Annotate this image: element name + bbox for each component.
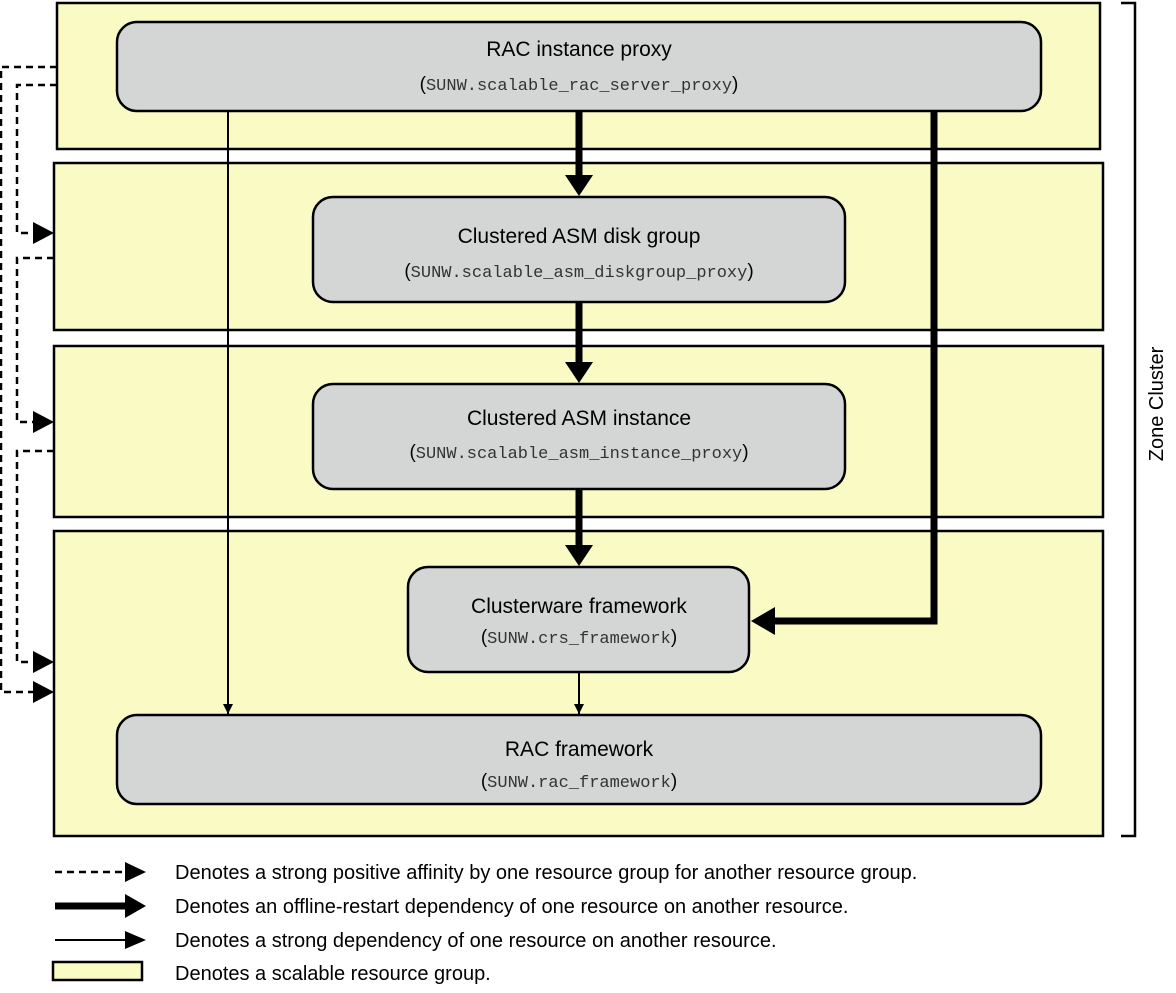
positive-affinity-arrowheads — [33, 222, 54, 703]
node-rac-framework: RAC framework (SUNW.rac_framework) — [115, 713, 1043, 806]
node-clusterware-framework: Clusterware framework (SUNW.crs_framewor… — [406, 565, 751, 674]
node-title: Clusterware framework — [471, 595, 687, 618]
node-title: RAC framework — [505, 738, 654, 761]
legend-thick-label: Denotes an offline-restart dependency of… — [175, 896, 848, 918]
strong-dependency-arrows — [223, 111, 584, 714]
node-type: (SUNW.scalable_asm_diskgroup_proxy) — [404, 261, 753, 283]
node-rac-instance-proxy: RAC instance proxy (SUNW.scalable_rac_se… — [115, 20, 1043, 113]
node-clustered-asm-instance: Clustered ASM instance (SUNW.scalable_as… — [311, 382, 847, 491]
node-type: (SUNW.scalable_asm_instance_proxy) — [409, 442, 748, 464]
legend-box-item: Denotes a scalable resource group. — [51, 960, 491, 985]
offline-restart-dependency-arrows — [565, 111, 938, 635]
node-clustered-asm-disk-group: Clustered ASM disk group (SUNW.scalable_… — [311, 195, 847, 304]
zone-cluster-bracket — [1121, 1, 1137, 838]
legend-thin-item: Denotes a strong dependency of one resou… — [55, 930, 777, 952]
positive-affinity-arrows — [0, 65, 57, 694]
zone-cluster-label: Zone Cluster — [1146, 346, 1168, 461]
legend-thick-item: Denotes an offline-restart dependency of… — [55, 894, 848, 918]
node-type: (SUNW.crs_framework) — [481, 627, 677, 649]
node-type: (SUNW.rac_framework) — [481, 771, 677, 793]
node-type: (SUNW.scalable_rac_server_proxy) — [420, 74, 739, 96]
legend-thin-label: Denotes a strong dependency of one resou… — [175, 930, 777, 952]
node-title: Clustered ASM disk group — [458, 225, 701, 248]
legend-dashed-label: Denotes a strong positive affinity by on… — [175, 862, 917, 884]
legend-dashed-item: Denotes a strong positive affinity by on… — [55, 862, 917, 884]
legend: Denotes a strong positive affinity by on… — [51, 862, 917, 985]
node-title: Clustered ASM instance — [467, 407, 691, 430]
node-title: RAC instance proxy — [486, 38, 672, 61]
legend-box-label: Denotes a scalable resource group. — [175, 963, 491, 985]
